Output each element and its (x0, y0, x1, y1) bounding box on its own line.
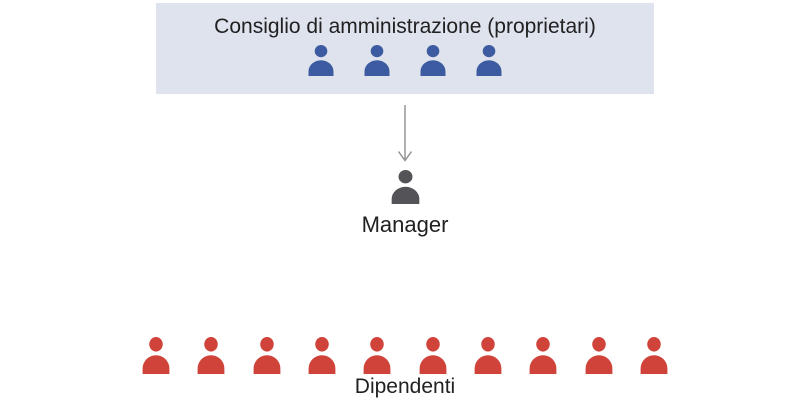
manager-group: Manager (0, 170, 810, 238)
employees-row (141, 337, 669, 374)
board-members-row (307, 45, 503, 76)
employee-person-icon (473, 337, 503, 374)
employee-person-icon (252, 337, 282, 374)
manager-label: Manager (361, 212, 449, 237)
employee-person-icon (418, 337, 448, 374)
manager-person-icon (390, 170, 421, 204)
board-member-person-icon (475, 45, 503, 76)
board-member-person-icon (419, 45, 447, 76)
employees-label: Dipendenti (354, 375, 456, 398)
employee-person-icon (528, 337, 558, 374)
employee-person-icon (362, 337, 392, 374)
employee-person-icon (307, 337, 337, 374)
board-member-person-icon (307, 45, 335, 76)
board-label: Consiglio di amministrazione (proprietar… (214, 15, 596, 38)
employee-person-icon (584, 337, 614, 374)
down-arrow-icon (397, 105, 413, 162)
employee-person-icon (639, 337, 669, 374)
employee-person-icon (196, 337, 226, 374)
board-member-person-icon (363, 45, 391, 76)
board-box: Consiglio di amministrazione (proprietar… (156, 3, 654, 94)
employee-person-icon (141, 337, 171, 374)
